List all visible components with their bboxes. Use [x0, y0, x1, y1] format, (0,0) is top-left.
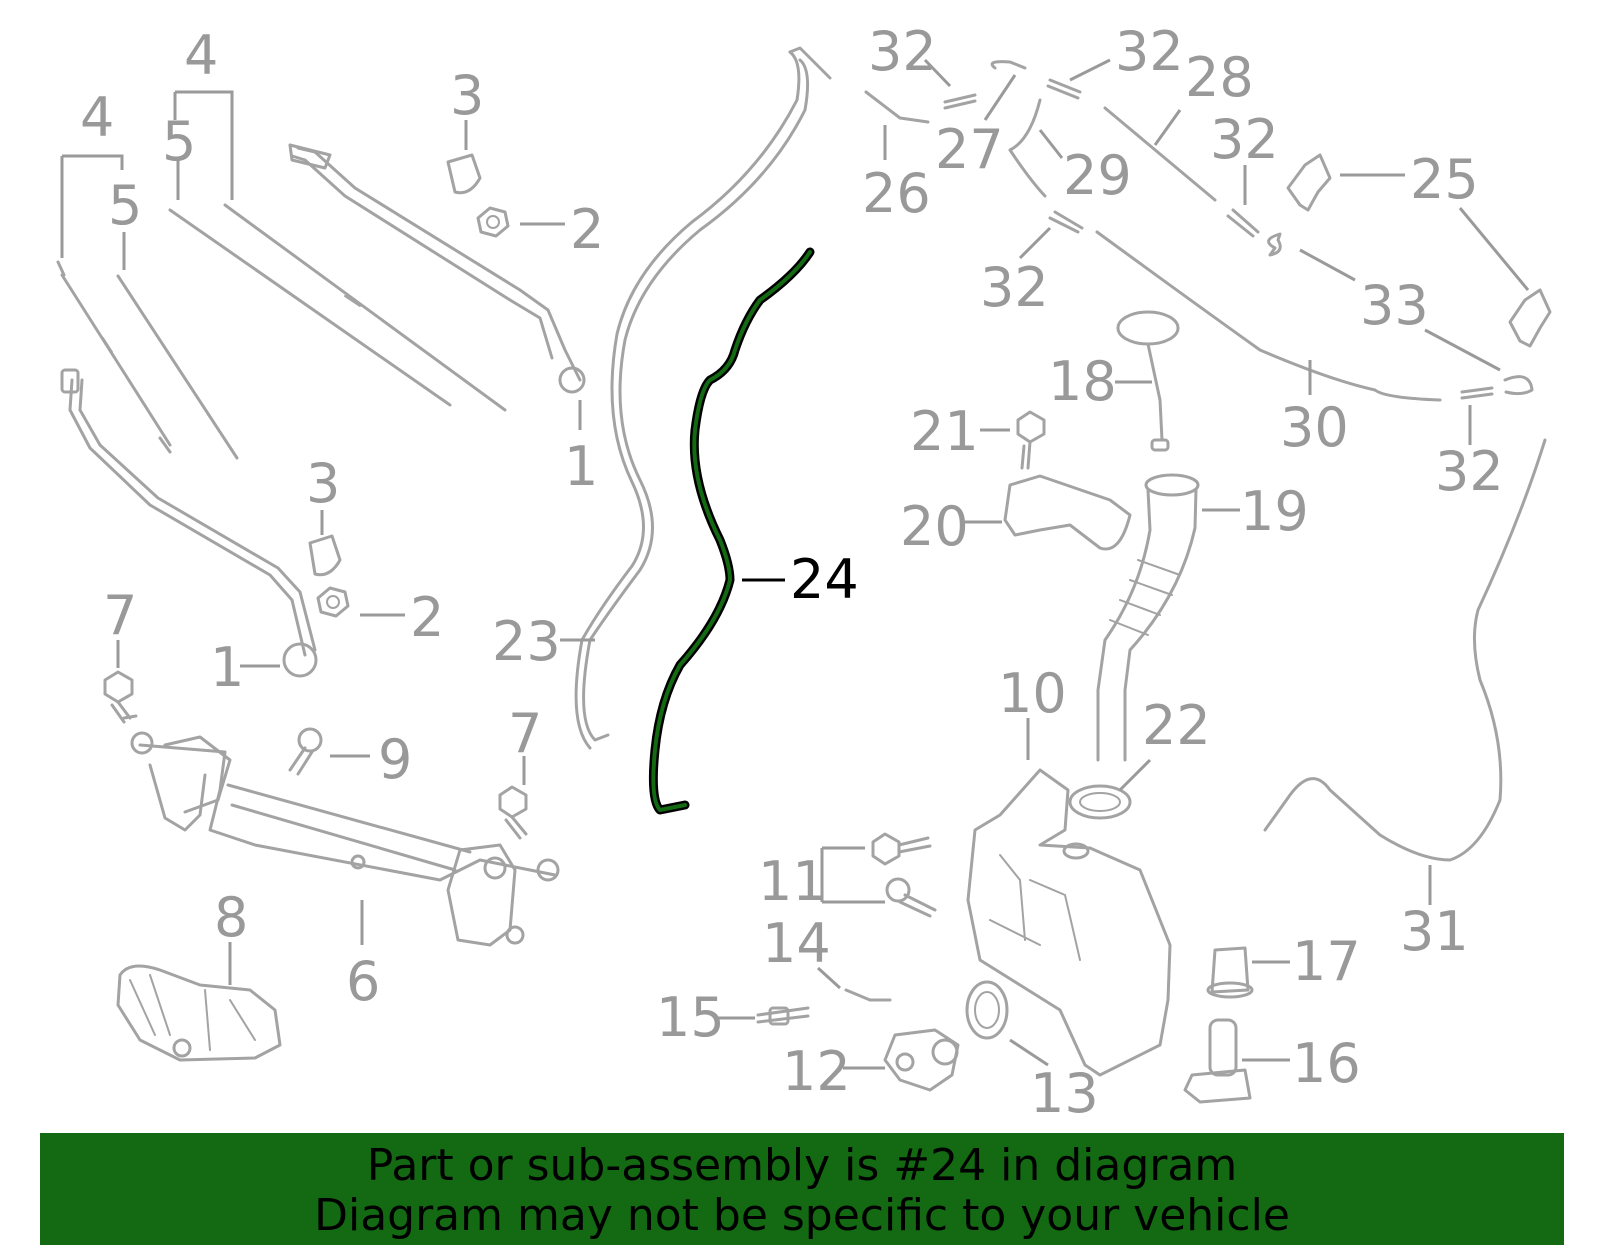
callout-21: 21	[910, 400, 979, 463]
callout-2-lower: 2	[410, 586, 444, 649]
callout-33: 33	[1360, 274, 1429, 337]
cap-17	[1206, 946, 1254, 999]
banner-line-2: Diagram may not be specific to your vehi…	[314, 1190, 1290, 1241]
callout-32-lower-left: 32	[980, 256, 1049, 319]
callout-24-highlighted: 24	[790, 548, 859, 611]
bracket-20	[1003, 474, 1132, 551]
pump-16	[1183, 1018, 1252, 1104]
wiper-blade-right-4	[168, 203, 507, 412]
callout-10: 10	[998, 662, 1067, 725]
callout-32-mid-right: 32	[1210, 108, 1279, 171]
callout-2-upper: 2	[570, 198, 604, 261]
callout-labels: 4 5 4 5 3 2 1 3 2 1 7 9 7 6 8 23 24 26 3…	[80, 20, 1504, 1125]
callout-9: 9	[378, 728, 412, 791]
hose-28	[1103, 106, 1217, 202]
callout-1-upper: 1	[564, 435, 598, 498]
callout-5-left: 5	[108, 174, 142, 237]
hose-31	[1263, 438, 1547, 862]
hose-29	[1008, 98, 1047, 198]
callout-20: 20	[900, 495, 969, 558]
callout-7-left: 7	[103, 584, 137, 647]
wiper-blade-left-4	[56, 260, 172, 454]
screw-9	[288, 727, 323, 776]
callout-27: 27	[935, 118, 1004, 181]
bolt-7-right	[498, 785, 528, 840]
callout-5-right: 5	[162, 110, 196, 173]
callout-22: 22	[1142, 694, 1211, 757]
callout-3-lower: 3	[306, 452, 340, 515]
callout-28: 28	[1185, 46, 1254, 109]
callout-13: 13	[1030, 1062, 1099, 1125]
callout-17: 17	[1292, 930, 1361, 993]
callout-16: 16	[1292, 1032, 1361, 1095]
grommet-13	[965, 980, 1009, 1040]
callout-1-lower: 1	[210, 636, 244, 699]
callout-26: 26	[862, 162, 931, 225]
hose-30	[1095, 230, 1442, 402]
callout-8: 8	[214, 886, 248, 949]
callout-14: 14	[762, 912, 831, 975]
callout-19: 19	[1240, 480, 1309, 543]
callout-15: 15	[656, 986, 725, 1049]
arm-cap-3-lower	[308, 534, 342, 577]
banner-line-1: Part or sub-assembly is #24 in diagram	[366, 1140, 1238, 1191]
leader-lines	[60, 58, 1530, 1070]
wiper-motor-8	[116, 964, 282, 1062]
callout-32-lower-right: 32	[1435, 440, 1504, 503]
hose-27	[990, 60, 1027, 70]
bolt-21	[1016, 410, 1046, 470]
wiper-arm-lower-1	[60, 368, 318, 678]
nut-2-upper	[476, 206, 510, 238]
callout-25: 25	[1410, 148, 1479, 211]
callout-11: 11	[758, 850, 827, 913]
seal-22	[1068, 784, 1132, 820]
wiper-refill-left-5	[116, 274, 239, 460]
washer-hose-23	[574, 46, 832, 750]
elbow-33-upper	[1267, 232, 1282, 257]
callout-3-upper: 3	[450, 64, 484, 127]
hose-14	[844, 988, 892, 1002]
callout-32-top-left: 32	[868, 20, 937, 83]
callout-23: 23	[492, 610, 561, 673]
callout-4-right: 4	[184, 24, 218, 87]
callout-18: 18	[1048, 350, 1117, 413]
bolt-11-lower	[885, 877, 937, 918]
callout-31: 31	[1400, 900, 1469, 963]
connector-15	[756, 1006, 810, 1026]
callout-30: 30	[1280, 396, 1349, 459]
elbow-33-lower	[1503, 375, 1534, 396]
filler-neck-19	[1096, 473, 1200, 762]
callout-12: 12	[782, 1040, 851, 1103]
hose-26	[864, 90, 930, 124]
callout-6: 6	[346, 950, 380, 1013]
washer-hose-24-highlighted	[648, 247, 815, 815]
callout-7-right: 7	[508, 702, 542, 765]
wiper-linkage-6	[130, 731, 560, 947]
bolt-7-left	[103, 670, 138, 724]
callout-32-top: 32	[1115, 20, 1184, 83]
info-banner: Part or sub-assembly is #24 in diagram D…	[40, 1133, 1564, 1245]
callout-29: 29	[1063, 144, 1132, 207]
nut-2-lower	[316, 586, 350, 618]
connectors-32	[943, 78, 1494, 400]
filler-cap-18	[1116, 310, 1180, 452]
pump-12	[883, 1028, 960, 1092]
reservoir-10	[966, 768, 1172, 1077]
wiper-arm-upper-1	[288, 143, 586, 394]
callout-4-left: 4	[80, 86, 114, 149]
nozzle-25-upper	[1286, 153, 1332, 212]
nozzle-25-lower	[1508, 288, 1552, 348]
bolt-11-upper	[871, 832, 932, 866]
arm-cap-3-upper	[446, 153, 482, 195]
